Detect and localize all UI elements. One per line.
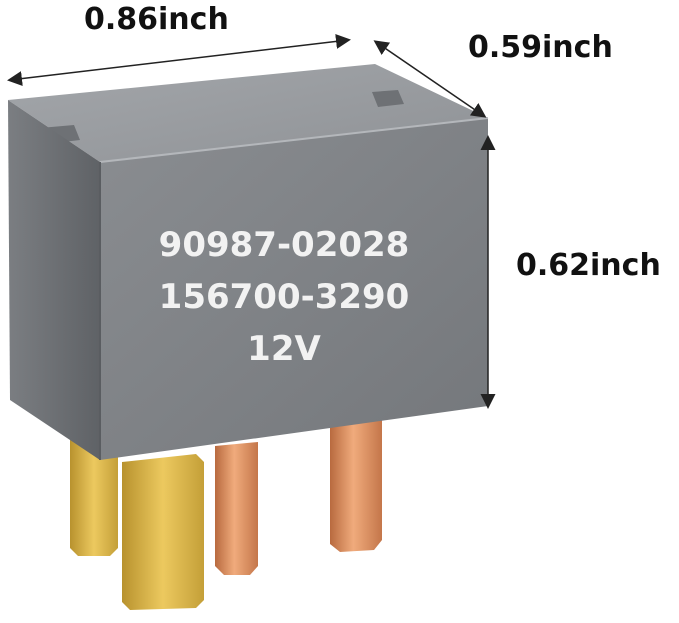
back-pin-left [70, 440, 118, 556]
relay-label: 90987-02028 156700-3290 12V [159, 225, 410, 369]
dimension-arrows [7, 33, 496, 409]
housing-top [8, 64, 488, 162]
label-serial-number: 156700-3290 [159, 277, 410, 317]
label-voltage: 12V [247, 329, 321, 369]
back-pins [70, 420, 382, 575]
housing-front [100, 118, 488, 460]
back-pin-middle [215, 442, 258, 575]
relay-housing [8, 64, 489, 460]
front-pin-brass [122, 454, 204, 610]
back-pin-right [330, 420, 382, 552]
label-part-number: 90987-02028 [159, 225, 410, 265]
depth-arrow [373, 40, 487, 118]
width-dimension-label: 0.86inch [84, 2, 229, 37]
front-pins [122, 454, 204, 610]
width-arrow [7, 33, 351, 87]
housing-side [8, 100, 100, 460]
depth-dimension-label: 0.59inch [468, 30, 613, 65]
height-dimension-label: 0.62inch [516, 248, 661, 283]
